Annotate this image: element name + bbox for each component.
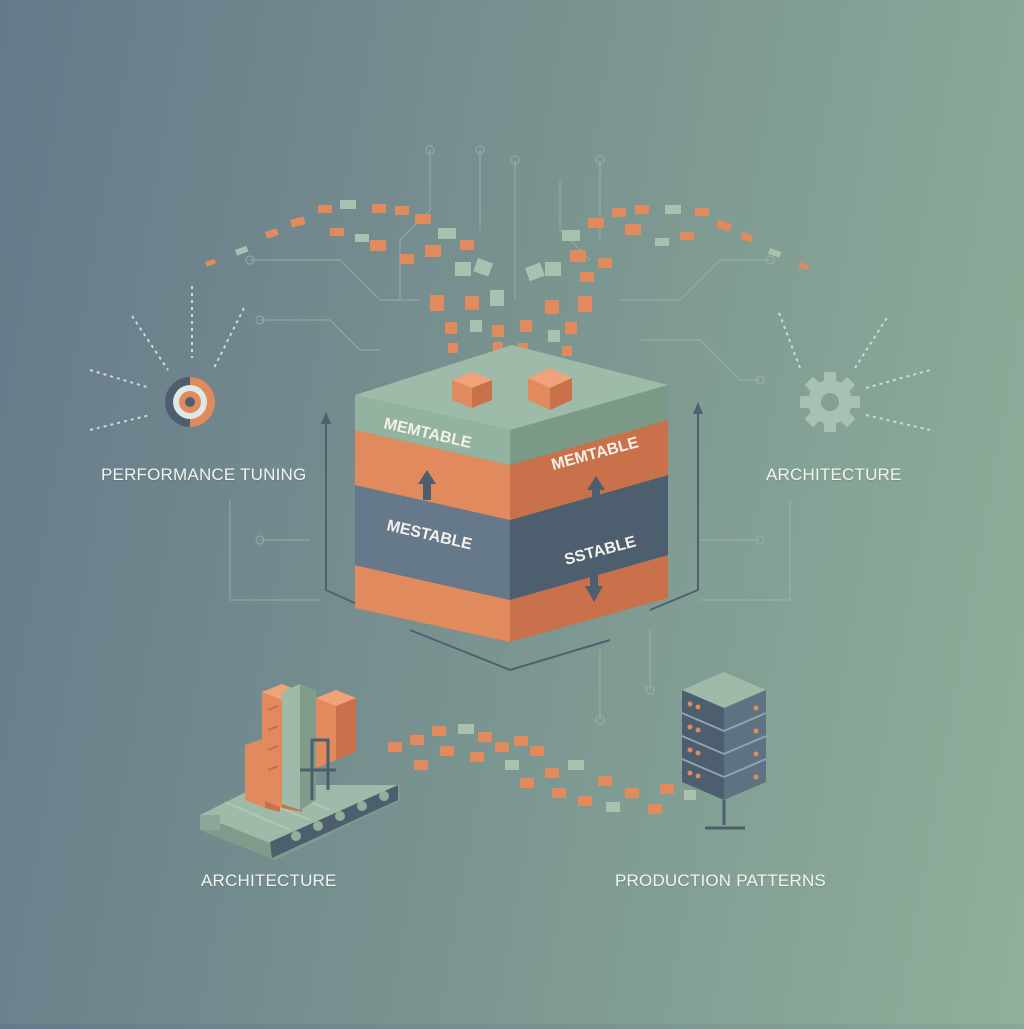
up-arrow-left	[418, 470, 436, 500]
label-performance-tuning: PERFORMANCE TUNING	[101, 465, 307, 484]
top-block-right	[528, 368, 572, 410]
down-arrow-right	[585, 570, 603, 602]
bracket-arrow-right	[693, 402, 703, 414]
bracket-arrow-left	[321, 412, 331, 424]
data-stream-bottom	[388, 724, 696, 814]
label-architecture-bottom: ARCHITECTURE	[201, 871, 337, 890]
gear-icon	[777, 309, 931, 432]
label-architecture-right: ARCHITECTURE	[766, 465, 902, 484]
server-rack-icon	[681, 672, 767, 830]
top-block-left	[452, 372, 492, 408]
lsm-cube: MEMTABLE MEMTABLE MESTABLE SSTABLE	[355, 345, 668, 642]
up-arrow-right	[587, 476, 605, 506]
label-production-patterns: PRODUCTION PATTERNS	[615, 871, 826, 890]
target-icon	[89, 286, 245, 431]
circuit-lines	[229, 145, 791, 725]
data-stream-left	[205, 200, 504, 353]
data-stream-right	[518, 205, 810, 356]
factory-conveyor-icon	[200, 684, 400, 860]
